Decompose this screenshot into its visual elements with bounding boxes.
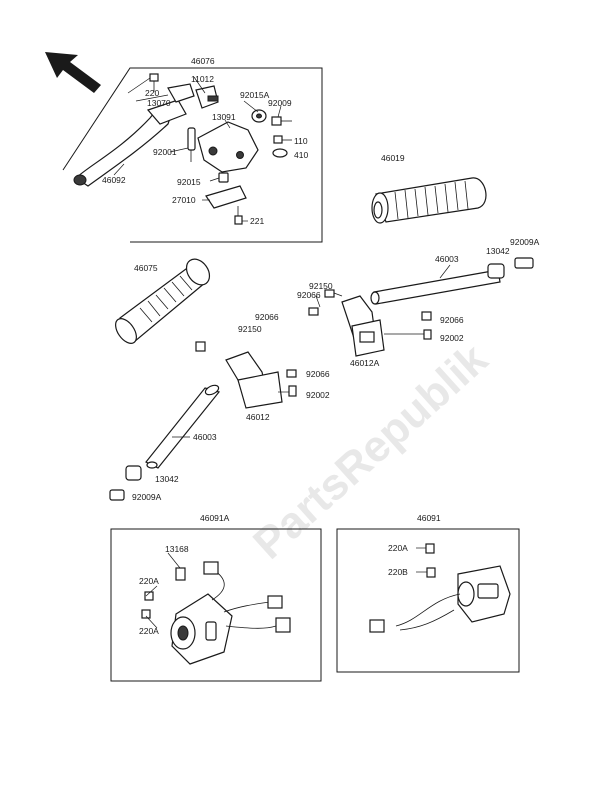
label-110: 110 — [294, 136, 308, 146]
label-46003-right: 46003 — [435, 254, 459, 264]
right-holder-bracket-part — [308, 289, 432, 357]
label-46019: 46019 — [381, 153, 405, 163]
left-holder-bracket-part — [195, 341, 297, 409]
label-46092: 46092 — [102, 175, 126, 185]
label-46076: 46076 — [191, 56, 215, 66]
label-92002-left: 92002 — [306, 390, 330, 400]
label-92066-c: 92066 — [440, 315, 464, 325]
label-92001: 92001 — [153, 147, 177, 157]
label-220A-c: 220A — [388, 543, 408, 553]
label-410: 410 — [294, 150, 308, 160]
throttle-grip-part — [371, 177, 487, 224]
right-switch-box — [336, 528, 520, 673]
label-46091: 46091 — [417, 513, 441, 523]
brake-switch-part — [205, 172, 247, 225]
label-11012: 11012 — [191, 74, 214, 84]
right-handlebar-part — [370, 257, 534, 305]
label-13070: 13070 — [147, 98, 171, 108]
label-13042-right: 13042 — [486, 246, 510, 256]
left-grip-part — [115, 258, 211, 344]
label-13091: 13091 — [212, 112, 236, 122]
label-220A-a: 220A — [139, 576, 159, 586]
right-handlebar-switch-part — [369, 543, 511, 633]
clamp-small-parts — [149, 73, 219, 109]
label-46012A: 46012A — [350, 358, 380, 368]
label-92002-right: 92002 — [440, 333, 464, 343]
left-handlebar-part — [109, 384, 221, 501]
left-handlebar-switch-part — [141, 552, 291, 665]
label-13168: 13168 — [165, 544, 189, 554]
label-92150-right: 92150 — [309, 281, 333, 291]
lever-assembly-box — [62, 67, 323, 243]
label-92009: 92009 — [268, 98, 292, 108]
label-221: 221 — [250, 216, 264, 226]
label-92066-d: 92066 — [306, 369, 330, 379]
label-13042-left: 13042 — [155, 474, 179, 484]
label-92015: 92015 — [177, 177, 201, 187]
clutch-lever-part — [73, 99, 187, 187]
label-92009A-left: 92009A — [132, 492, 162, 502]
label-92066-a: 92066 — [297, 290, 321, 300]
label-220: 220 — [145, 88, 159, 98]
watermark-text: PartsRepublik — [244, 334, 497, 569]
lever-holder-part — [187, 121, 259, 173]
label-92150-left: 92150 — [238, 324, 262, 334]
label-46012: 46012 — [246, 412, 270, 422]
leader-lines-top-left — [113, 76, 282, 222]
label-46003-left: 46003 — [193, 432, 217, 442]
label-92015A: 92015A — [240, 90, 270, 100]
bolts-and-washers — [251, 109, 292, 158]
label-27010: 27010 — [172, 195, 196, 205]
label-46075: 46075 — [134, 263, 158, 273]
label-92009A-right: 92009A — [510, 237, 540, 247]
label-220B: 220B — [388, 567, 408, 577]
part-number-labels: 46076 220 11012 13070 92015A 92009 13091… — [102, 56, 540, 636]
left-switch-box — [110, 528, 322, 682]
label-92066-b: 92066 — [255, 312, 279, 322]
front-direction-arrow-icon — [45, 52, 101, 93]
label-220A-b: 220A — [139, 626, 159, 636]
label-46091A: 46091A — [200, 513, 230, 523]
